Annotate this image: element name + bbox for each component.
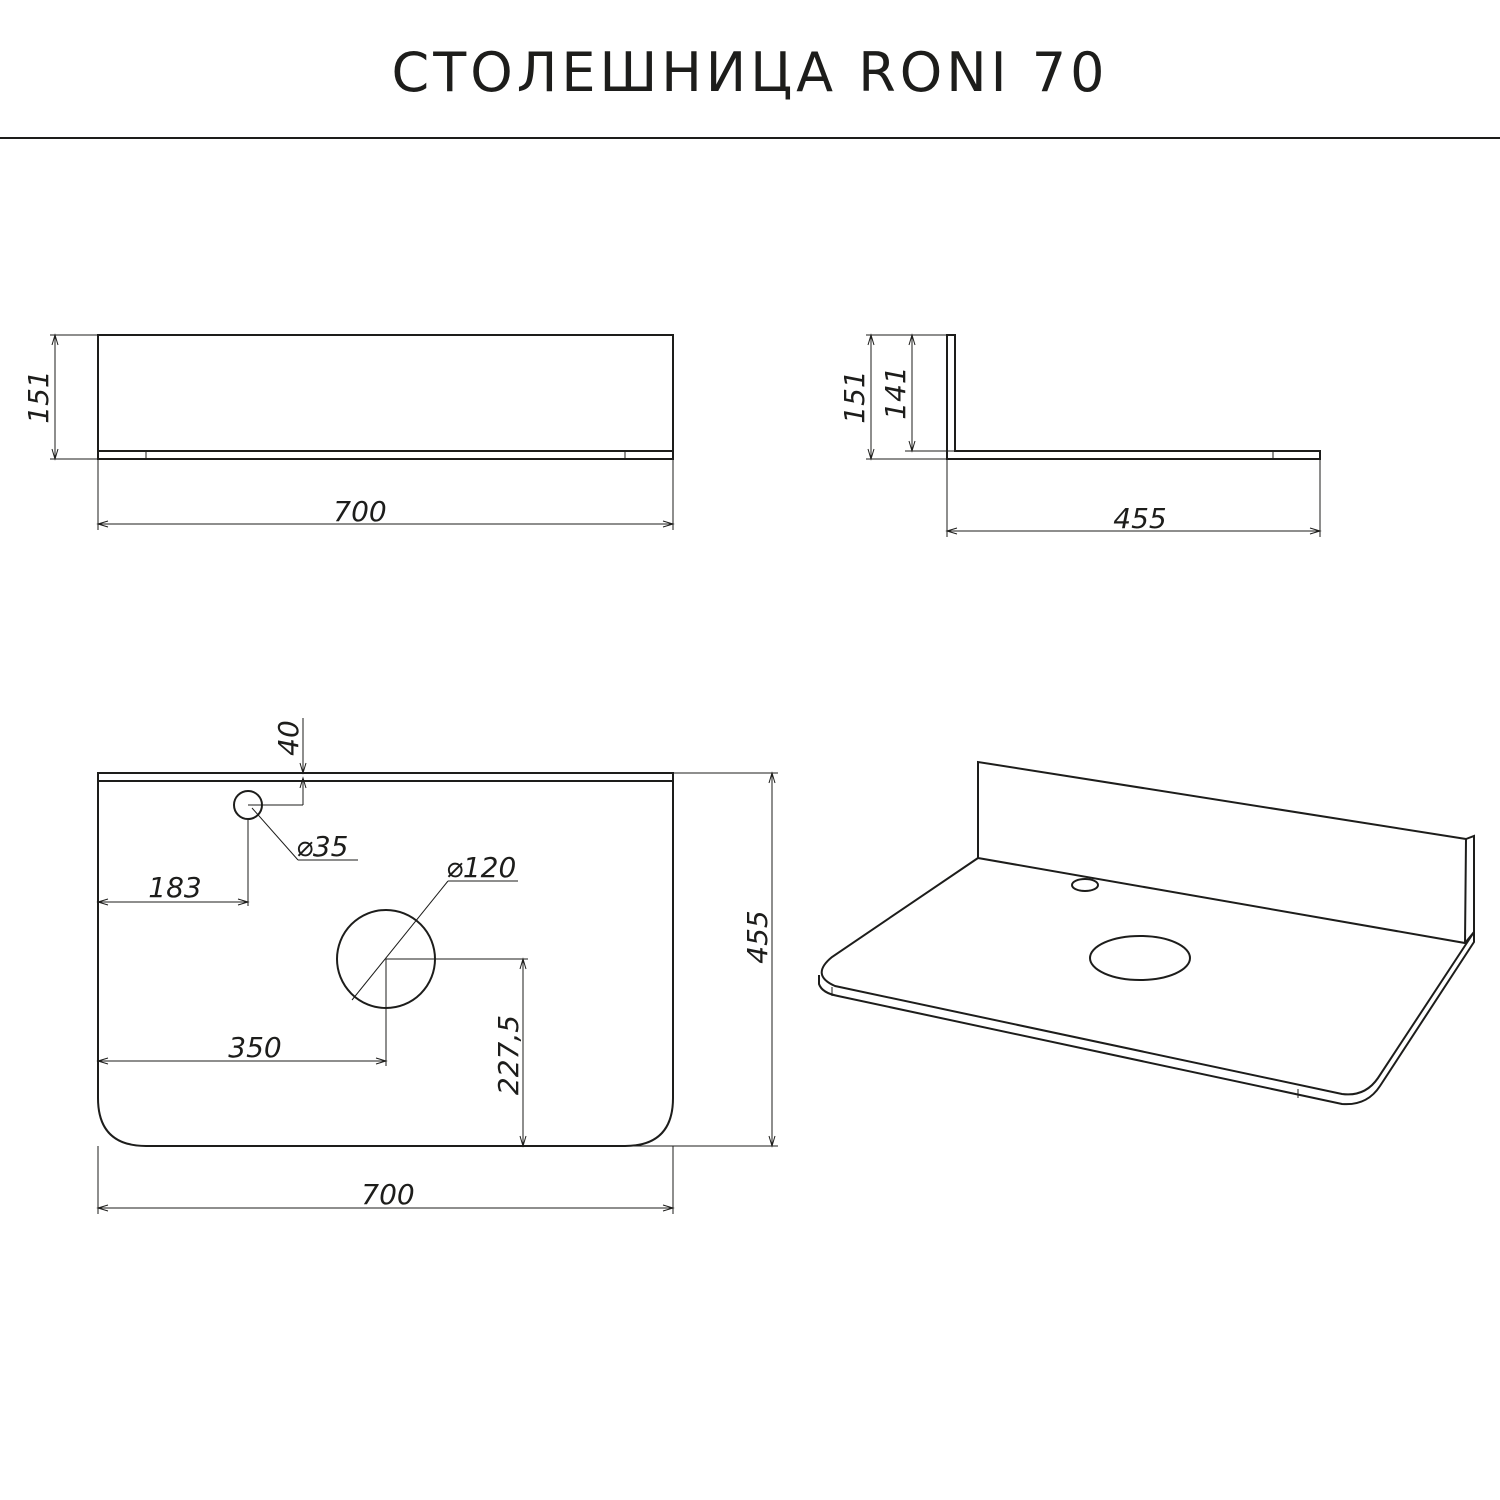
side-total-height-label: 151 [838,370,871,423]
iso-tap-hole [1071,878,1099,892]
sink-y-label: 227,5 [492,1015,525,1095]
title-divider [0,137,1500,139]
front-view: 151 700 [22,333,675,530]
side-depth-label: 455 [1113,502,1166,535]
top-depth-label: 455 [741,910,774,963]
front-width-label: 700 [333,495,386,528]
front-height-label: 151 [22,370,55,423]
front-backsplash-outline [97,334,674,460]
top-view: 40 ⌀35 183 ⌀120 350 227,5 455 700 [96,718,778,1214]
page-title: СТОЛЕШНИЦА RONI 70 [391,41,1109,104]
sink-diameter-leader [351,880,449,1001]
sink-x-label: 350 [228,1031,281,1064]
side-back-height-label: 141 [879,366,912,419]
iso-backsplash-face [977,760,1468,945]
iso-slab-front-edge [818,932,1475,1106]
top-width-label: 700 [361,1178,414,1211]
iso-slab-top-outline [820,857,1475,1096]
iso-sink-hole [1089,935,1191,981]
tap-diameter-label: ⌀35 [296,830,349,863]
isometric-view [818,760,1475,1106]
tap-diameter-leader [251,807,299,861]
tap-x-label: 183 [148,871,201,904]
sink-diameter-label: ⌀120 [446,851,516,884]
side-profile-outline [946,334,1321,460]
side-view: 151 141 455 [838,333,1322,537]
tap-offset-label: 40 [272,720,305,756]
